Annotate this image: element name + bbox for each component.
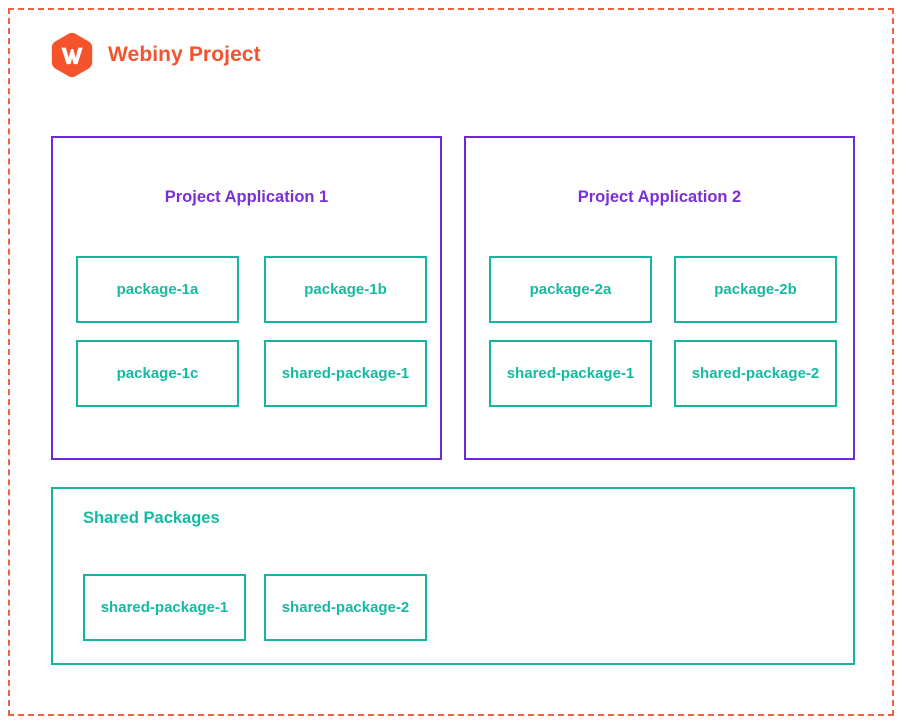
- package-label: package-2b: [714, 281, 797, 298]
- application-title-1: Project Application 1: [164, 188, 329, 206]
- package-label: shared-package-1: [506, 365, 635, 382]
- package-box: shared-package-1: [83, 574, 246, 641]
- page-title: Webiny Project: [108, 43, 261, 66]
- application-title-2: Project Application 2: [577, 188, 742, 206]
- package-box: shared-package-2: [264, 574, 427, 641]
- package-box: package-2b: [674, 256, 837, 323]
- package-label: package-1c: [116, 365, 199, 382]
- package-box: package-1b: [264, 256, 427, 323]
- package-label: package-1b: [304, 281, 387, 298]
- project-boundary: [8, 8, 894, 716]
- package-label: shared-package-2: [281, 599, 410, 616]
- package-box: shared-package-2: [674, 340, 837, 407]
- application-card-2: Project Application 2 package-2a package…: [464, 136, 855, 460]
- package-box: package-1c: [76, 340, 239, 407]
- package-box: package-1a: [76, 256, 239, 323]
- package-label: shared-package-1: [281, 365, 410, 382]
- package-label: package-1a: [116, 281, 199, 298]
- shared-packages-title: Shared Packages: [83, 509, 220, 527]
- package-box: shared-package-1: [264, 340, 427, 407]
- package-box: package-2a: [489, 256, 652, 323]
- package-box: shared-package-1: [489, 340, 652, 407]
- application-card-1: Project Application 1 package-1a package…: [51, 136, 442, 460]
- package-label: shared-package-2: [691, 365, 820, 382]
- package-label: shared-package-1: [100, 599, 229, 616]
- shared-packages-card: Shared Packages shared-package-1 shared-…: [51, 487, 855, 665]
- package-label: package-2a: [529, 281, 612, 298]
- webiny-hexagon-logo-icon: [50, 32, 94, 78]
- project-header: Webiny Project: [50, 32, 261, 78]
